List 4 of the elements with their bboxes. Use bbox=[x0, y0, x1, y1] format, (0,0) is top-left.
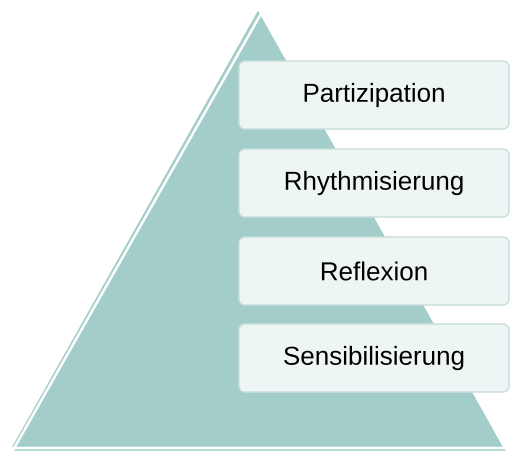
label-box: Reflexion bbox=[238, 236, 510, 306]
label-box: Sensibilisierung bbox=[238, 323, 510, 393]
label-box: Rhythmisierung bbox=[238, 148, 510, 218]
label-box: Partizipation bbox=[238, 60, 510, 130]
